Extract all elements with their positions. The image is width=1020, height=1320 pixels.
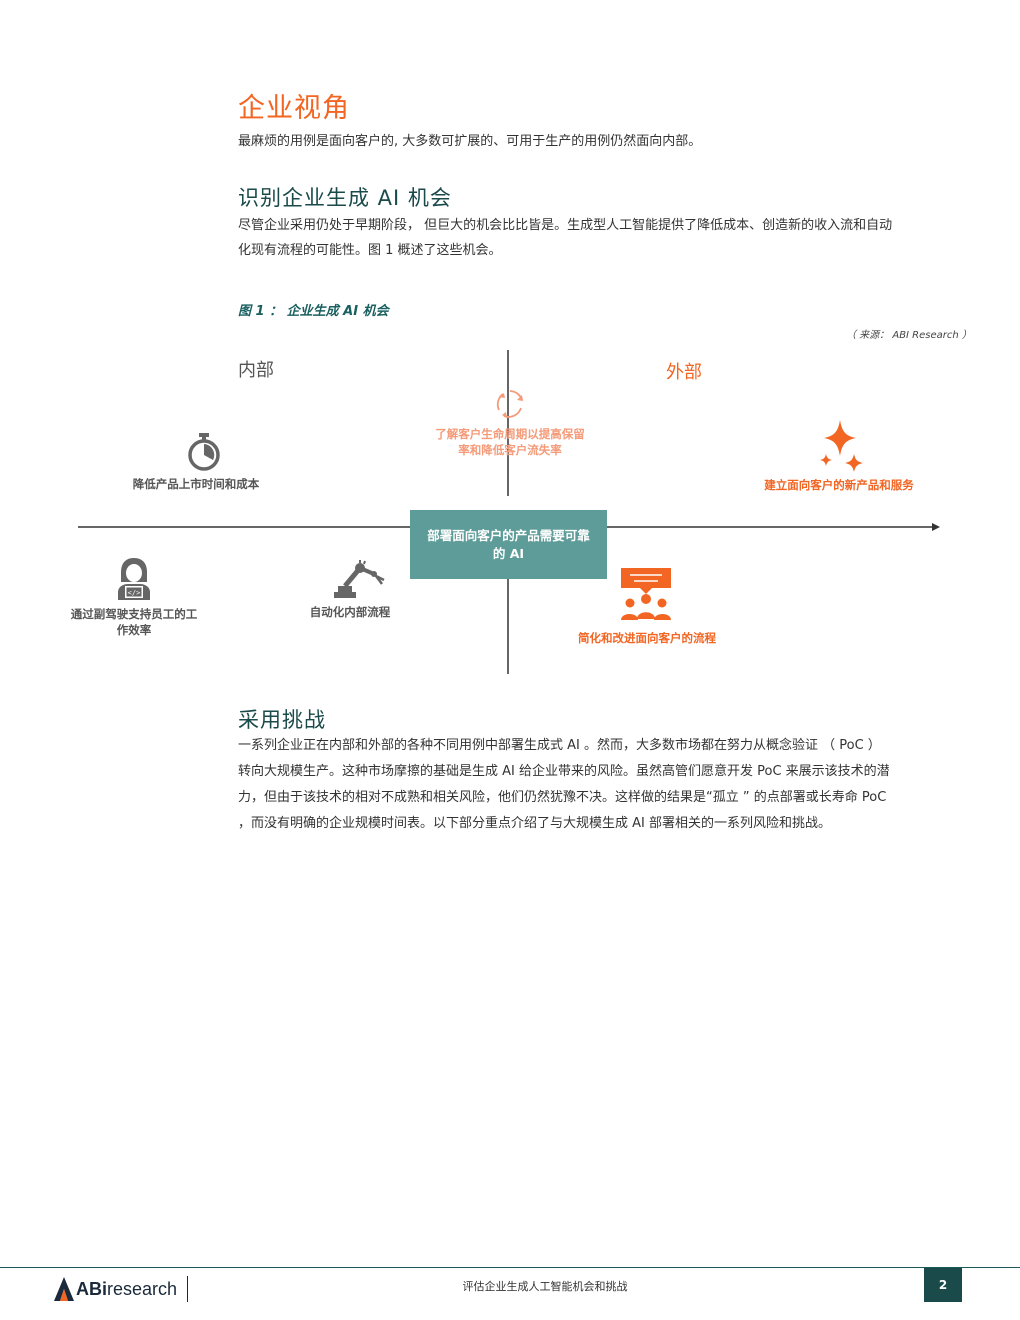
team-presentation-icon xyxy=(621,568,671,620)
robot-arm-icon xyxy=(334,560,385,598)
page-title: 企业视角 xyxy=(238,93,350,124)
svg-text:</>: </> xyxy=(128,589,141,597)
quadrant-label-internal: 内部 xyxy=(238,360,274,381)
challenges-paragraph-line3: 力，但由于该技术的相对不成熟和相关风险，他们仍然犹豫不决。这样做的结果是“孤立 … xyxy=(238,790,887,805)
challenges-paragraph-line2: 转向大规模生产。这种市场摩擦的基础是生成 AI 给企业带来的风险。虽然高管们愿意… xyxy=(238,764,890,779)
item-automate: 自动化内部流程 xyxy=(309,605,391,619)
opportunities-paragraph-line1: 尽管企业采用仍处于早期阶段， 但巨大的机会比比皆是。生成型人工智能提供了降低成本… xyxy=(238,218,893,233)
cycle-icon xyxy=(496,390,523,418)
section-heading-challenges: 采用挑战 xyxy=(238,708,326,732)
sparkle-icon xyxy=(820,420,863,472)
footer-title: 评估企业生成人工智能机会和挑战 xyxy=(462,1280,628,1293)
logo-separator xyxy=(187,1276,189,1302)
abi-logo-mark-icon xyxy=(54,1277,74,1301)
intro-paragraph: 最麻烦的用例是面向客户的, 大多数可扩展的、可用于生产的用例仍然面向内部。 xyxy=(238,134,702,149)
item-reduce-time: 降低产品上市时间和成本 xyxy=(132,477,260,491)
challenges-paragraph-line1: 一系列企业正在内部和外部的各种不同用例中部署生成式 AI 。然而，大多数市场都在… xyxy=(238,738,881,753)
item-simplify: 简化和改进面向客户的流程 xyxy=(578,631,716,645)
item-copilot: 通过副驾驶支持员工的工作效率 xyxy=(70,607,198,637)
quadrant-axes xyxy=(78,350,940,674)
stopwatch-icon xyxy=(188,433,220,471)
challenges-paragraph-line4: ，而没有明确的企业规模时间表。以下部分重点介绍了与大规模生成 AI 部署相关的一… xyxy=(238,816,831,831)
abi-logo-main: ABi xyxy=(76,1278,107,1299)
abi-logo-sub: research xyxy=(107,1278,178,1299)
item-lifecycle: 了解客户生命周期以提高保留率和降低客户流失率 xyxy=(435,427,585,457)
footer-divider xyxy=(0,1267,1020,1268)
page-number: 2 xyxy=(924,1268,962,1302)
developer-icon: </> xyxy=(118,558,150,600)
figure-source: （ 来源： ABI Research ） xyxy=(846,330,972,341)
opportunities-paragraph-line2: 化现有流程的可能性。图 1 概述了这些机会。 xyxy=(238,243,502,258)
center-box: 部署面向客户的产品需要可靠的 AI xyxy=(410,510,607,579)
item-new-products: 建立面向客户的新产品和服务 xyxy=(764,478,914,492)
figure-title: 图 1 ： 企业生成 AI 机会 xyxy=(238,304,389,319)
quadrant-label-external: 外部 xyxy=(666,362,702,383)
section-heading-opportunities: 识别企业生成 AI 机会 xyxy=(238,186,452,210)
